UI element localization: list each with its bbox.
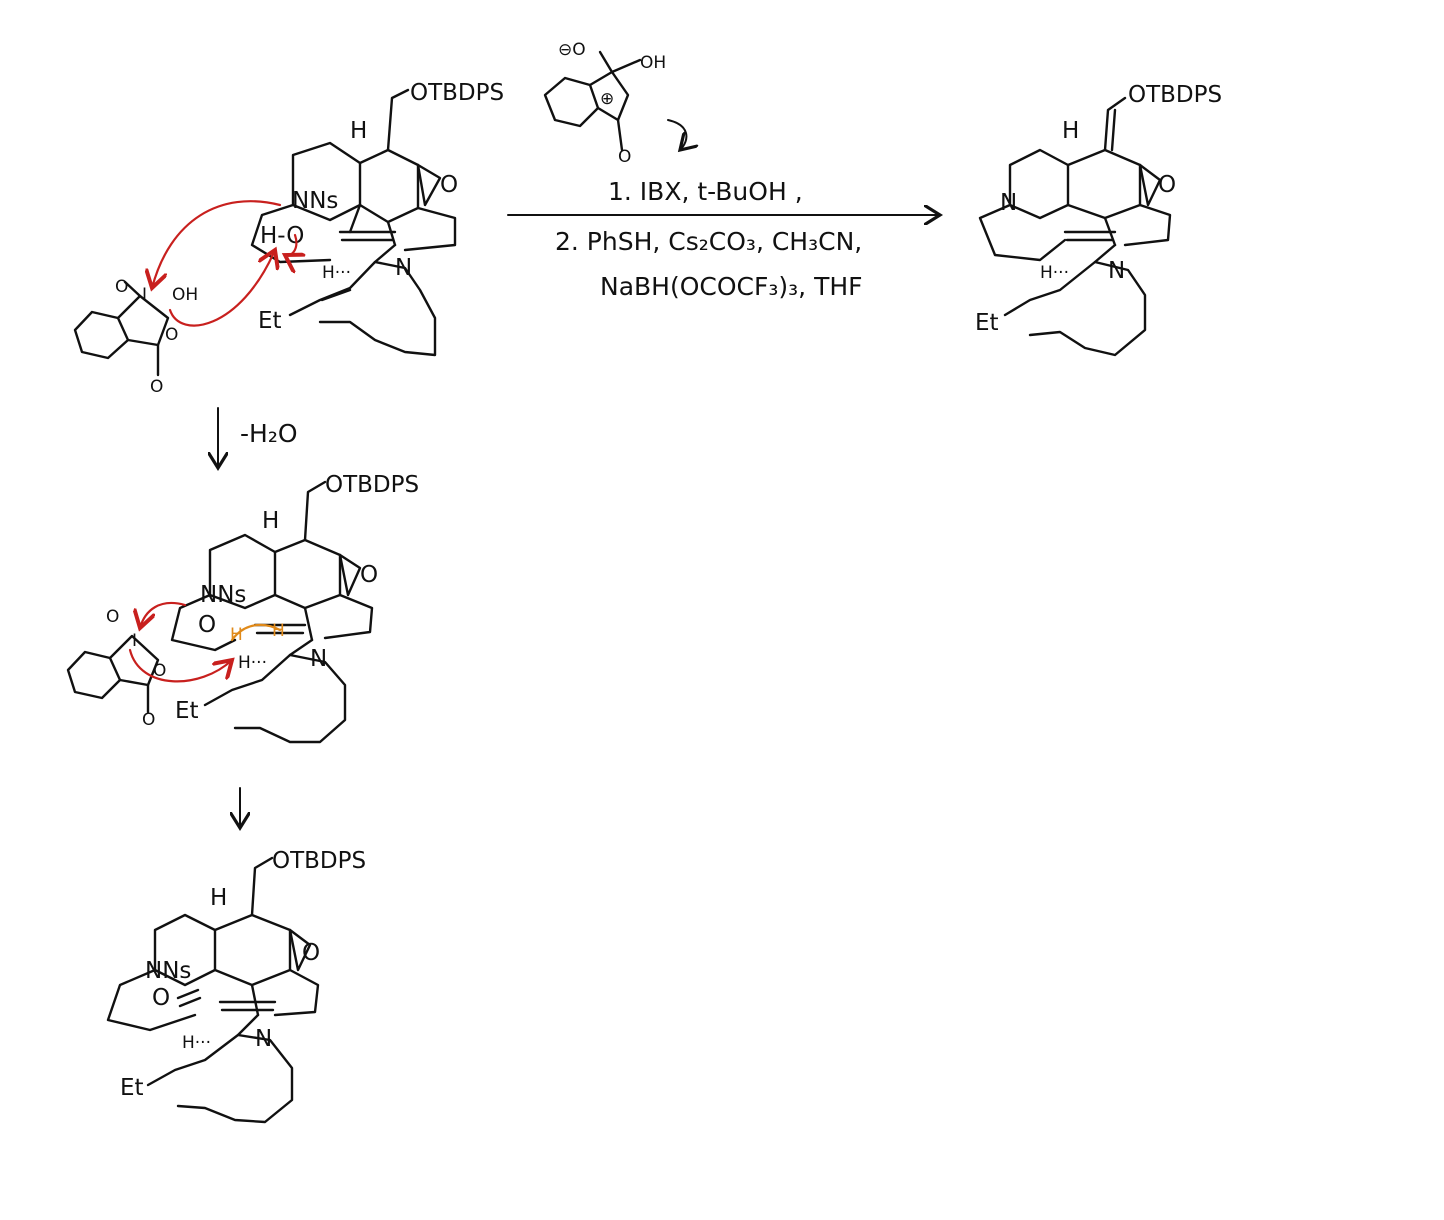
label-h-dots-product: H··· (1040, 263, 1069, 283)
label-ibx-o-3: O (150, 377, 163, 397)
curly-arrow-2c (230, 623, 282, 642)
curly-arrow-2a (140, 602, 187, 628)
structure-intermediate (66, 480, 374, 744)
label-h-2: H (262, 508, 279, 534)
label-ibx-i-2: I (132, 631, 137, 651)
curly-arrow-1c (285, 233, 296, 256)
label-ibx-o-2: O (165, 325, 178, 345)
label-ether-o-2: O (198, 612, 216, 638)
curly-arrow-2b (128, 648, 232, 683)
label-nns-3: NNs (145, 958, 191, 984)
label-nns-1: NNs (292, 188, 338, 214)
label-ibx-i-1: I (142, 285, 147, 305)
label-h-product: H (1062, 118, 1079, 144)
label-nns-2: NNs (200, 582, 246, 608)
conditions-step2: 2. PhSH, Cs₂CO₃, CH₃CN, (555, 227, 862, 256)
label-epoxide-o-2: O (360, 562, 378, 588)
label-h-orange-2: H (272, 621, 285, 641)
label-oh-oxidant: OH (640, 53, 666, 73)
label-epoxide-o-product: O (1158, 172, 1176, 198)
label-h-3: H (210, 885, 227, 911)
label-o-minus: ⊖O (558, 40, 586, 60)
equilibrium-arrow (667, 119, 686, 150)
label-n-product-2: N (1108, 258, 1125, 284)
label-otbdps-product: OTBDPS (1128, 82, 1222, 108)
label-otbdps-2: OTBDPS (325, 472, 419, 498)
label-oxidant-o: O (618, 147, 631, 167)
label-et-2: Et (175, 698, 199, 724)
label-h-orange-1: H (230, 625, 243, 645)
label-ibx-o-6: O (142, 710, 155, 730)
curly-arrow-1a (152, 200, 282, 288)
label-epoxide-o-1: O (440, 172, 458, 198)
label-otbdps-1: OTBDPS (410, 80, 504, 106)
label-h-dots-1: H··· (322, 263, 351, 283)
oxidant-structure (543, 50, 642, 152)
label-otbdps-3: OTBDPS (272, 848, 366, 874)
label-et-3: Et (120, 1075, 144, 1101)
label-h-dots-2: H··· (238, 653, 267, 673)
conditions-step1: 1. IBX, t-BuOH , (608, 177, 803, 206)
label-et-1: Et (258, 308, 282, 334)
label-n-3: N (255, 1026, 272, 1052)
label-n-2: N (310, 646, 327, 672)
structure-ketone (106, 856, 320, 1124)
label-ibx-o-5: O (153, 661, 166, 681)
label-i-plus: ⊕ (600, 89, 614, 109)
label-h-dots-3: H··· (182, 1033, 211, 1053)
label-n-product-1: N (1000, 190, 1017, 216)
label-et-product: Et (975, 310, 999, 336)
structure-product (978, 96, 1172, 357)
label-ibx-oh-1: OH (172, 285, 198, 305)
label-ibx-o-1: O (115, 277, 128, 297)
label-ibx-o-4: O (106, 607, 119, 627)
label-h-1: H (350, 118, 367, 144)
label-ketone-o-3: O (152, 985, 170, 1011)
label-hydroxyl-1: H-O (260, 223, 304, 249)
label-epoxide-o-3: O (302, 940, 320, 966)
label-n-1: N (395, 255, 412, 281)
conditions-step2b: NaBH(OCOCF₃)₃, THF (600, 272, 863, 301)
structure-starting-material (73, 88, 457, 377)
curly-arrow-1b (168, 250, 275, 327)
label-minus-h2o: -H₂O (240, 419, 298, 448)
